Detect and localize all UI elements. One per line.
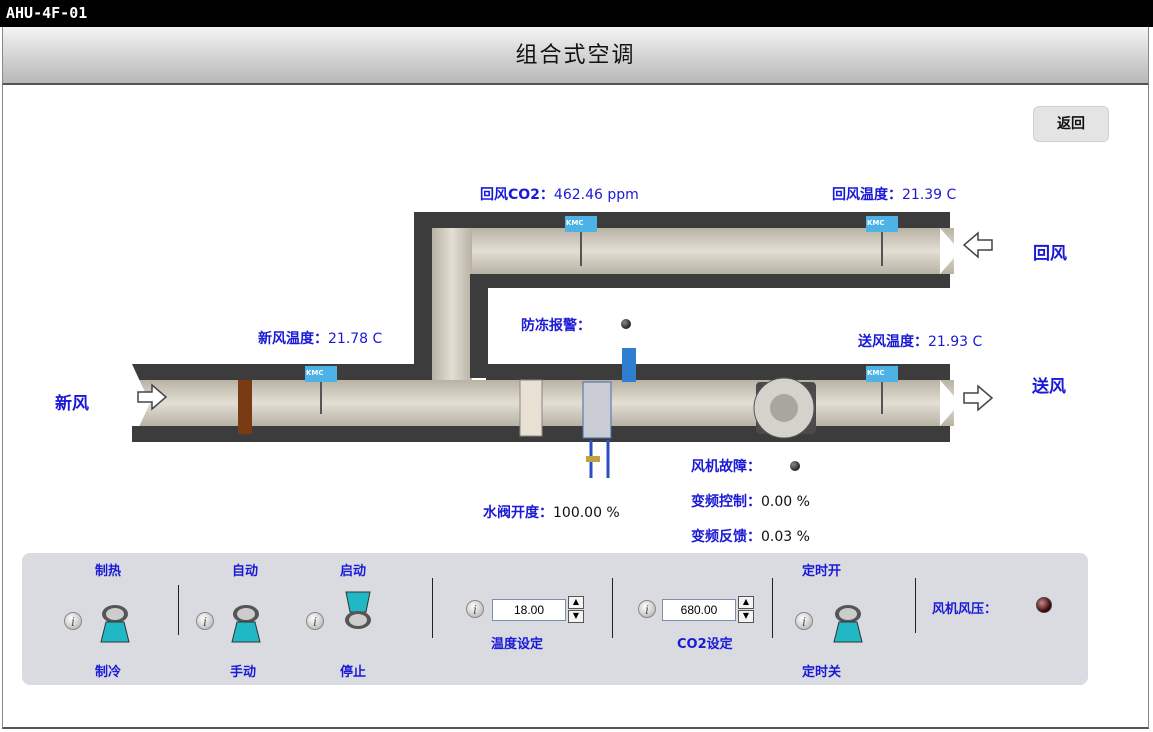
divider [915, 578, 916, 633]
timer-toggle[interactable] [831, 602, 865, 644]
temp-decrement-button[interactable]: ▼ [568, 610, 584, 623]
antifreeze-alarm-indicator [621, 319, 631, 329]
divider [612, 578, 613, 638]
return-duct [414, 212, 960, 288]
co2-sensor [565, 216, 597, 266]
heat-label: 制热 [95, 564, 122, 579]
fan-pressure-indicator [1036, 597, 1052, 613]
vfd-feedback-value: 0.03 % [761, 529, 810, 545]
return-co2-label: 回风CO2： [480, 187, 554, 203]
vfd-feedback-label: 变频反馈： [691, 529, 761, 545]
co2-setpoint-info-icon[interactable]: i [638, 600, 656, 618]
vfd-feedback-reading: 变频反馈：0.03 % [691, 526, 810, 546]
supply-temp-sensor [866, 366, 898, 414]
supply-temp-value: 21.93 C [928, 334, 983, 350]
fresh-temp-sensor [305, 366, 337, 414]
cool-label: 制冷 [95, 665, 122, 680]
manual-label: 手动 [230, 665, 257, 680]
page-title: 组合式空调 [2, 27, 1149, 85]
fresh-air-damper [238, 380, 252, 434]
co2-increment-button[interactable]: ▲ [738, 596, 754, 609]
return-temp-sensor-brand: KMC [867, 219, 885, 227]
coil [582, 381, 612, 439]
return-temp-sensor [866, 216, 898, 266]
back-button[interactable]: 返回 [1033, 106, 1109, 142]
divider [178, 585, 179, 635]
supply-air-arrow [963, 384, 994, 412]
supply-temp-sensor-brand: KMC [867, 369, 885, 377]
return-temp-label: 回风温度： [832, 187, 902, 203]
temp-setpoint-label: 温度设定 [491, 637, 544, 652]
return-co2-reading: 回风CO2：462.46 ppm [480, 184, 639, 204]
divider [432, 578, 433, 638]
divider [772, 578, 773, 638]
fresh-temp-sensor-brand: KMC [306, 369, 324, 377]
fresh-temp-label: 新风温度： [258, 331, 328, 347]
timer-on-label: 定时开 [802, 564, 842, 579]
fresh-temp-value: 21.78 C [328, 331, 383, 347]
heat-cool-info-icon[interactable]: i [64, 612, 82, 630]
timer-info-icon[interactable]: i [795, 612, 813, 630]
fan-pressure-label: 风机风压： [932, 602, 998, 617]
fan-fault-indicator [790, 461, 800, 471]
co2-setpoint-stepper: ▲ ▼ [662, 596, 754, 623]
antifreeze-switch [622, 348, 636, 382]
valve-opening-reading: 水阀开度：100.00 % [483, 502, 620, 522]
fan-fault-label: 风机故障： [691, 459, 761, 475]
co2-setpoint-input[interactable] [662, 599, 736, 621]
valve-opening-value: 100.00 % [553, 505, 620, 521]
vfd-control-value: 0.00 % [761, 494, 810, 510]
return-temp-value: 21.39 C [902, 187, 957, 203]
start-stop-toggle[interactable] [341, 590, 375, 632]
return-air-arrow [962, 231, 993, 259]
timer-off-label: 定时关 [802, 665, 842, 680]
stop-label: 停止 [340, 665, 367, 680]
return-air-label: 回风 [1033, 244, 1067, 264]
fresh-air-label: 新风 [55, 394, 89, 414]
antifreeze-alarm-label: 防冻报警： [521, 318, 591, 334]
co2-decrement-button[interactable]: ▼ [738, 610, 754, 623]
temp-setpoint-input[interactable] [492, 599, 566, 621]
supply-fan [753, 377, 816, 439]
fresh-air-arrow [137, 383, 168, 411]
valve-opening-label: 水阀开度： [483, 505, 553, 521]
connector-duct [414, 212, 488, 382]
supply-temp-label: 送风温度： [858, 334, 928, 350]
fresh-temp-reading: 新风温度：21.78 C [258, 328, 382, 348]
content-frame [2, 85, 1149, 729]
water-valve [586, 456, 600, 462]
return-temp-reading: 回风温度：21.39 C [832, 184, 956, 204]
co2-sensor-brand: KMC [566, 219, 584, 227]
auto-manual-toggle[interactable] [229, 602, 263, 644]
temp-setpoint-info-icon[interactable]: i [466, 600, 484, 618]
start-stop-info-icon[interactable]: i [306, 612, 324, 630]
window-title: AHU-4F-01 [0, 0, 1153, 27]
start-label: 启动 [340, 564, 367, 579]
filter [519, 379, 543, 437]
supply-temp-reading: 送风温度：21.93 C [858, 331, 982, 351]
auto-manual-info-icon[interactable]: i [196, 612, 214, 630]
temp-increment-button[interactable]: ▲ [568, 596, 584, 609]
auto-label: 自动 [232, 564, 259, 579]
vfd-control-reading: 变频控制：0.00 % [691, 491, 810, 511]
temp-setpoint-stepper: ▲ ▼ [492, 596, 584, 623]
return-co2-value: 462.46 ppm [553, 187, 639, 203]
supply-air-label: 送风 [1032, 377, 1066, 397]
heat-cool-toggle[interactable] [98, 602, 132, 644]
supply-duct [132, 364, 960, 442]
vfd-control-label: 变频控制： [691, 494, 761, 510]
co2-setpoint-label: CO2设定 [677, 637, 733, 652]
